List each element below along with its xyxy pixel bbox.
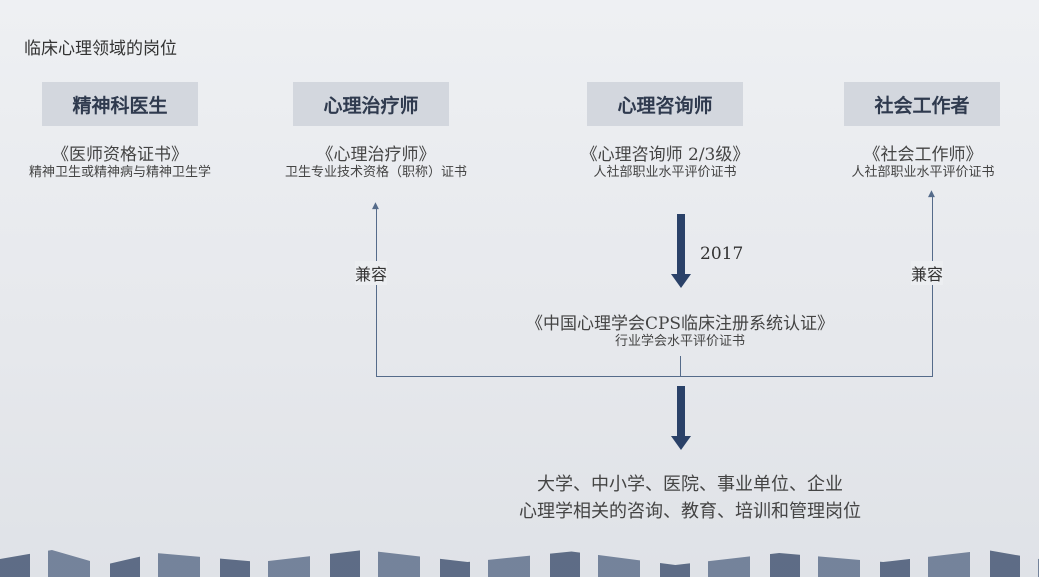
role-box-psychiatrist: 精神科医生 (42, 82, 198, 126)
cert-psychiatrist: 《医师资格证书》 (52, 145, 188, 165)
cert-psychotherapist: 《心理治疗师》 (316, 145, 436, 165)
role-box-psychotherapist: 心理治疗师 (293, 82, 449, 126)
desc-social-worker: 人社部职业水平评价证书 (851, 165, 995, 180)
compat-label-left: 兼容 (355, 261, 388, 285)
role-box-social-worker: 社会工作者 (844, 82, 1000, 126)
arrow-down-icon (671, 274, 691, 288)
compat-line-center (680, 356, 681, 376)
compat-line-bottom (376, 376, 933, 377)
arrow-up-icon: ▲ (928, 189, 935, 199)
compat-line-left (376, 208, 377, 376)
cps-desc: 行业学会水平评价证书 (614, 334, 745, 349)
compat-line-right (932, 196, 933, 376)
arrow-outcome-shaft (677, 386, 685, 436)
outcome-line1: 大学、中小学、医院、事业单位、企业 (537, 474, 843, 495)
city-skyline-decoration (0, 550, 1039, 577)
arrow-up-icon: ▲ (372, 201, 379, 211)
arrow-down-icon (671, 436, 691, 450)
arrow-2017-shaft (677, 214, 685, 274)
desc-psychotherapist: 卫生专业技术资格（职称）证书 (284, 165, 467, 180)
cps-cert: 《中国心理学会CPS临床注册系统认证》 (525, 314, 835, 334)
slide-title: 临床心理领域的岗位 (24, 39, 177, 59)
cert-social-worker: 《社会工作师》 (863, 145, 983, 165)
compat-label-right: 兼容 (911, 261, 944, 285)
year-label: 2017 (700, 244, 744, 264)
desc-psychiatrist: 精神卫生或精神病与精神卫生学 (28, 165, 211, 180)
desc-counselor: 人社部职业水平评价证书 (593, 165, 737, 180)
cert-counselor: 《心理咨询师 2/3级》 (580, 145, 750, 165)
outcome-line2: 心理学相关的咨询、教育、培训和管理岗位 (519, 501, 861, 522)
role-box-counselor: 心理咨询师 (587, 82, 743, 126)
